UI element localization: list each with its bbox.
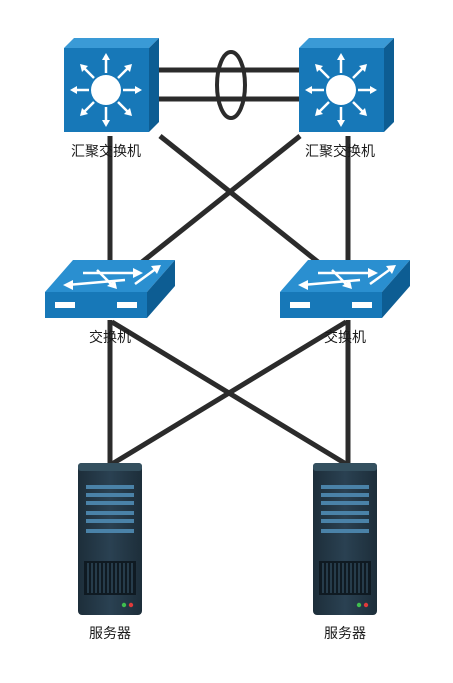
status-led-green — [356, 602, 362, 608]
status-led-green — [121, 602, 127, 608]
server-tower-icon — [313, 463, 377, 615]
server-left-label: 服务器 — [89, 626, 131, 642]
aggregation-switch-right — [299, 38, 394, 132]
aggregation-switch-right-label: 汇聚交换机 — [305, 144, 375, 160]
access-switch-right — [280, 260, 410, 318]
server-right — [313, 463, 377, 615]
status-led-red — [363, 602, 369, 608]
server-tower-icon — [78, 463, 142, 615]
workgroup-switch-icon — [280, 260, 410, 318]
access-switch-right-label: 交换机 — [324, 330, 366, 346]
server-left — [78, 463, 142, 615]
workgroup-switch-icon — [45, 260, 175, 318]
aggregation-switch-left — [64, 38, 159, 132]
aggregation-switch-left-label: 汇聚交换机 — [71, 144, 141, 160]
server-right-label: 服务器 — [324, 626, 366, 642]
link-agg-right-access-left — [140, 134, 302, 264]
layer3-switch-icon — [299, 38, 394, 132]
status-led-red — [128, 602, 134, 608]
link-bundle-ellipse — [215, 50, 247, 120]
access-switch-left-label: 交换机 — [89, 330, 131, 346]
link-agg-left-access-right — [158, 134, 320, 264]
link-access-right-server-left — [110, 319, 348, 467]
links — [107, 67, 351, 467]
layer3-switch-icon — [64, 38, 159, 132]
access-switch-left — [45, 260, 175, 318]
